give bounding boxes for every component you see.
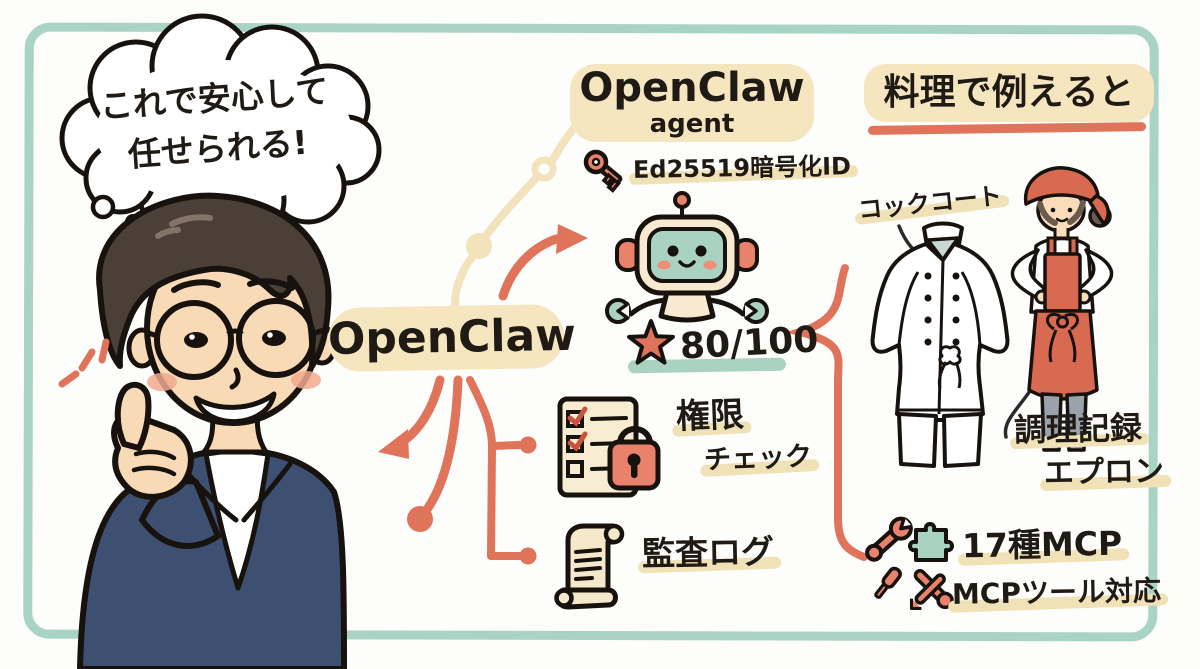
key-icon xyxy=(583,149,623,193)
openclaw-center-label: OpenClaw xyxy=(327,303,577,373)
credential-label: Ed25519暗号化ID xyxy=(632,152,852,184)
arrow-to-robot xyxy=(498,224,588,301)
cream-connector xyxy=(451,107,593,317)
branch-lines xyxy=(466,376,537,565)
bubble-trail-dot xyxy=(90,194,116,220)
analogy-heading-card: 料理で例えると xyxy=(864,64,1154,122)
thought-bubble-text: これで安心して 任せられる! xyxy=(77,65,355,183)
mcp-tools-icons xyxy=(865,516,954,611)
curly-brace xyxy=(785,264,868,561)
agent-title: OpenClaw xyxy=(579,65,805,111)
robot-mascot xyxy=(605,191,769,324)
star-icon xyxy=(627,319,675,365)
audit-log-label: 監査ログ xyxy=(641,531,775,574)
cook-woman xyxy=(1010,166,1114,452)
claw-hands xyxy=(605,298,769,324)
chef-coat xyxy=(870,221,1010,468)
thumbs-up-hand xyxy=(111,381,194,500)
screwdriver-icon xyxy=(874,566,902,599)
permissions-line-2: チェック xyxy=(703,441,813,476)
coat-buttons xyxy=(924,272,960,346)
checklist-icon xyxy=(557,396,661,498)
mcp-count-label: 17種MCP xyxy=(961,523,1123,566)
smile xyxy=(193,391,277,424)
record-line-2: エプロン xyxy=(1043,453,1165,492)
permissions-line-1: 権限 xyxy=(675,394,745,438)
puzzle-icon xyxy=(908,522,954,562)
emphasis-strokes xyxy=(58,338,110,388)
glasses xyxy=(145,298,324,380)
apron xyxy=(1027,236,1099,401)
score-text: 80/100 xyxy=(679,319,820,368)
kerchief xyxy=(1023,166,1100,206)
analogy-heading: 料理で例えると xyxy=(883,72,1135,113)
mcp-support-label: MCPツール対応 xyxy=(951,574,1162,611)
lock-icon xyxy=(607,426,661,491)
arrow-to-person xyxy=(378,375,445,459)
person-illustration xyxy=(58,192,347,669)
record-line-1: 調理記録 xyxy=(1013,408,1143,450)
agent-subtitle: agent xyxy=(649,109,735,139)
agent-title-card: OpenClaw agent xyxy=(570,64,814,142)
antenna xyxy=(673,191,691,209)
robot-face-screen xyxy=(647,227,727,283)
wrench-icon xyxy=(865,516,913,562)
scroll-icon xyxy=(554,523,625,610)
openclaw-center-text: OpenClaw xyxy=(327,309,577,366)
curve-with-dot xyxy=(407,375,463,532)
